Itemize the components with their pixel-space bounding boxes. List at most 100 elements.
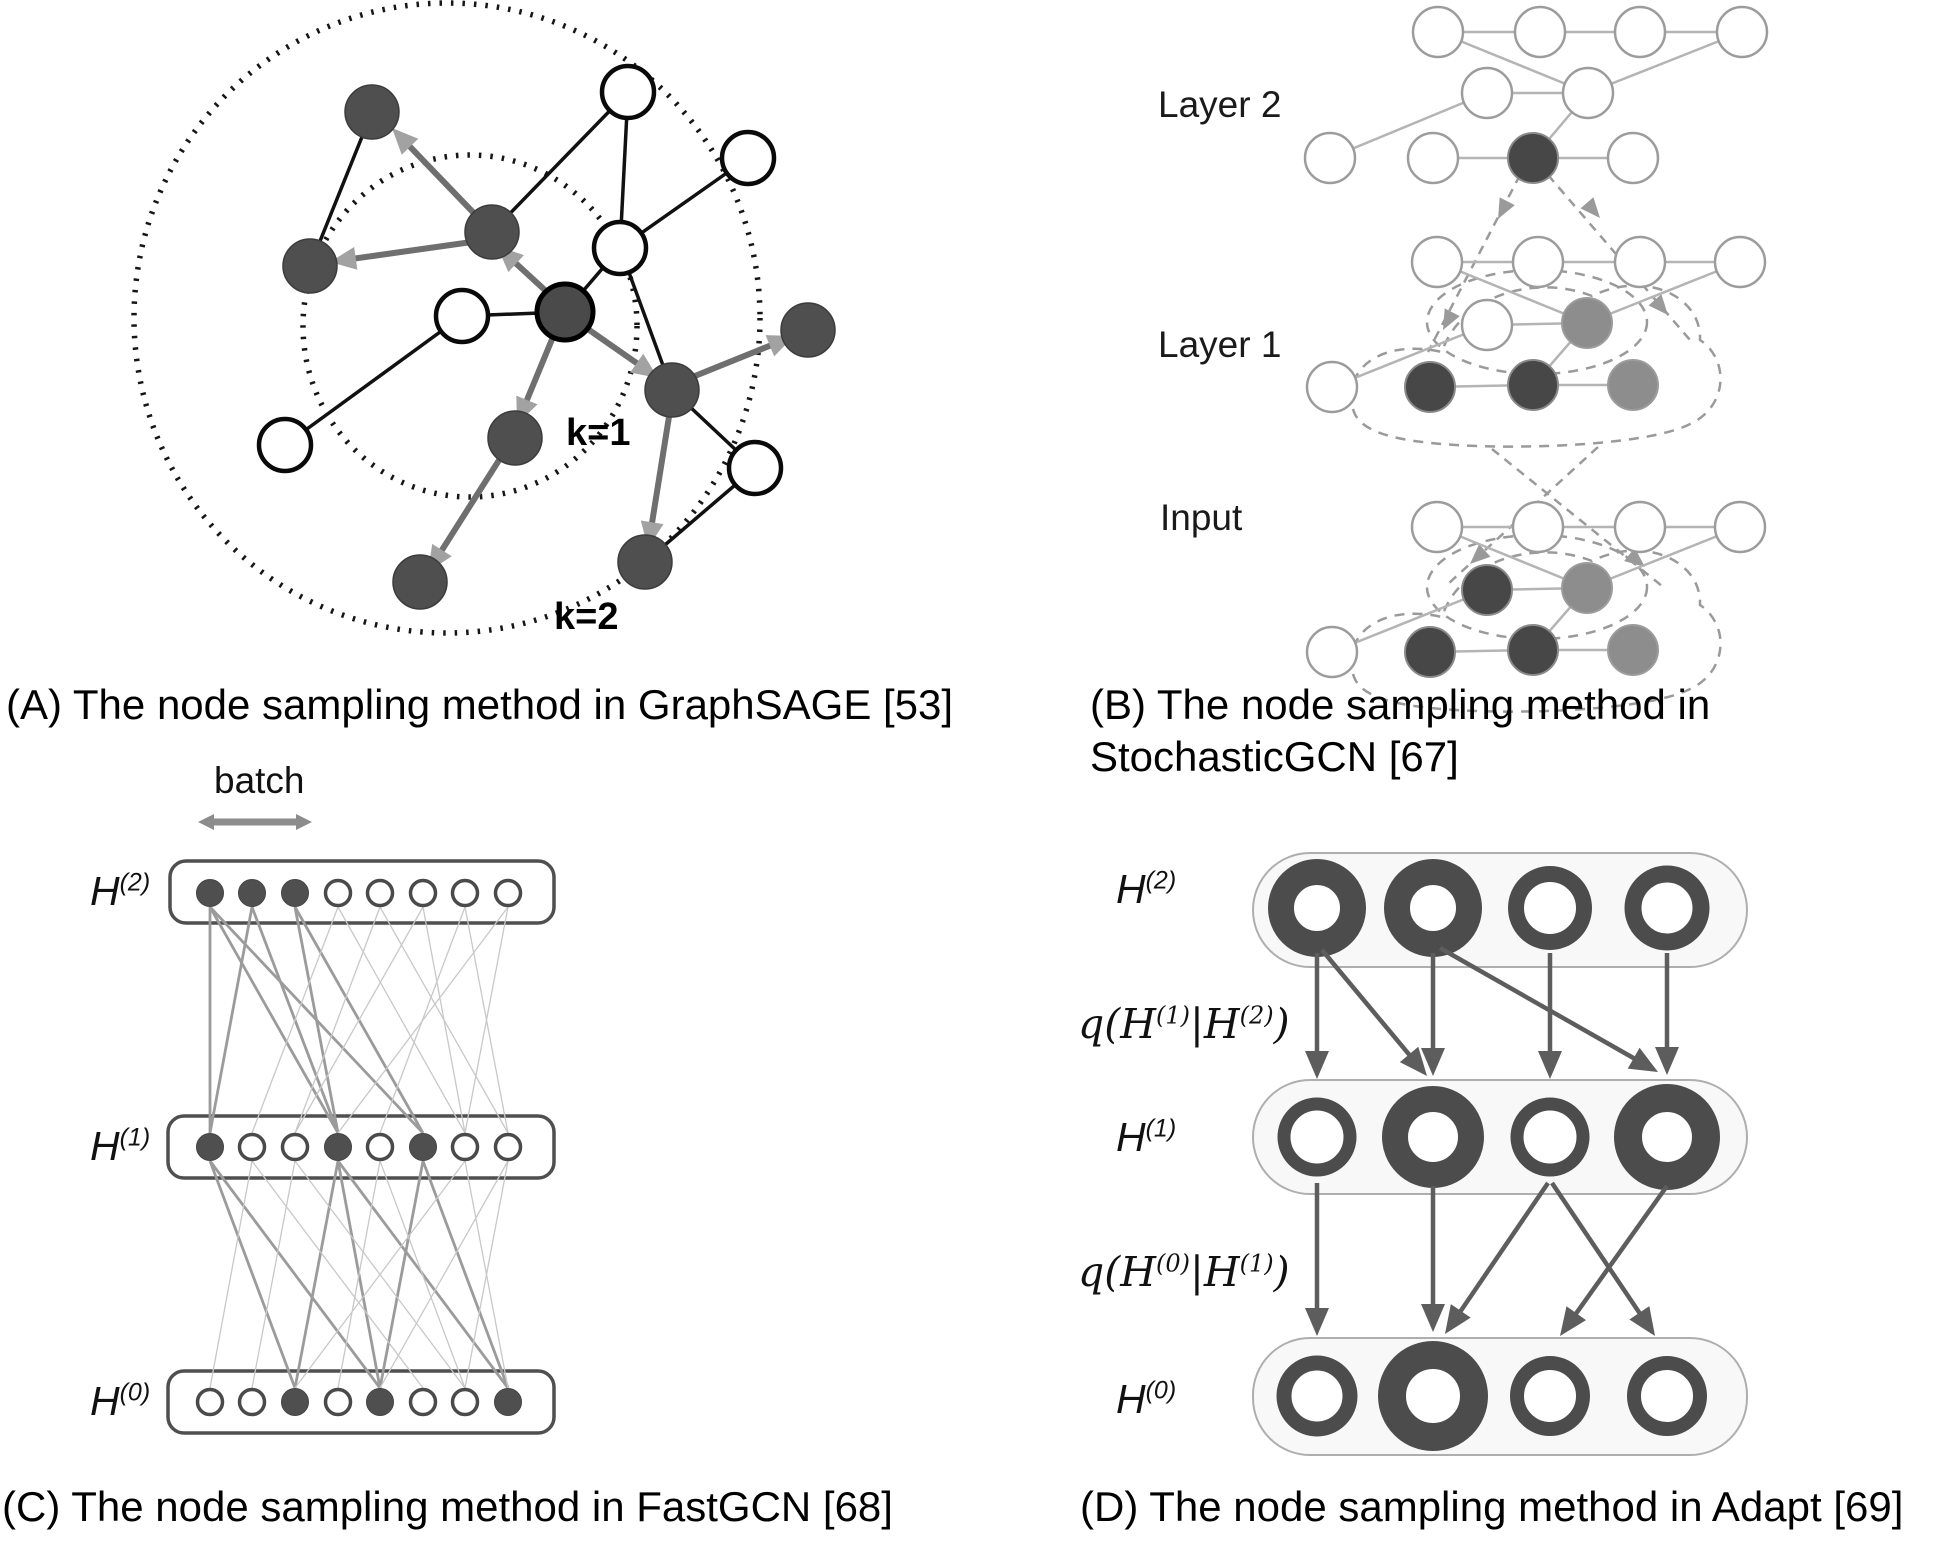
graph-node-white — [1713, 235, 1767, 289]
distribution-ring-node — [1508, 866, 1592, 950]
h0-label-fastgcn: H(0) — [90, 1378, 151, 1424]
sampling-arrow — [330, 246, 358, 270]
graph-node-gray — [1607, 624, 1659, 676]
graph-node-white — [599, 63, 657, 121]
unit-node-hollow — [280, 1132, 310, 1162]
unit-node-hollow — [365, 878, 395, 908]
caption-a: (A) The node sampling method in GraphSAG… — [6, 681, 954, 728]
dense-edge — [293, 1160, 340, 1389]
sampled-set-outline — [1350, 284, 1722, 448]
graph-node-dark — [1404, 361, 1456, 413]
unit-node-hollow — [237, 1387, 267, 1417]
graph-node-white — [1513, 5, 1567, 59]
sparse-edge — [337, 906, 509, 1134]
panel-fastgcn-graphics — [166, 814, 556, 1435]
graph-node-white — [1511, 500, 1565, 554]
sparse-edge — [251, 1160, 296, 1389]
sparse-edge — [251, 1160, 424, 1389]
graph-node-white — [1411, 5, 1465, 59]
panel-adapt-graphics — [1252, 852, 1748, 1456]
caption-b-line1: (B) The node sampling method in — [1090, 681, 1711, 728]
k2-boundary-dotted-circle — [131, 0, 763, 636]
distribution-ring-node — [1268, 859, 1366, 957]
input-label: Input — [1160, 497, 1243, 538]
dashed-arrowhead — [1470, 544, 1491, 564]
sampling-arrow — [1655, 1047, 1679, 1075]
graph-edge — [1331, 588, 1488, 654]
sampling-arrow-shaft — [1550, 1181, 1643, 1317]
unit-node-filled — [281, 879, 309, 907]
sampling-arrow-shaft — [1457, 1181, 1550, 1315]
sparse-edge — [422, 906, 466, 1134]
unit-node-hollow — [450, 1387, 480, 1417]
graph-node-white — [726, 439, 784, 497]
graph-node-dark — [1461, 564, 1513, 616]
unit-node-hollow — [493, 1132, 523, 1162]
distribution-ring-node — [1277, 1097, 1357, 1177]
graph-edge — [1437, 30, 1589, 95]
graph-node-white — [1613, 500, 1667, 554]
caption-d: (D) The node sampling method in Adapt [6… — [1080, 1483, 1904, 1530]
graph-node-white — [256, 416, 314, 474]
sampling-arrow — [1629, 1306, 1655, 1336]
sampling-arrow-shaft — [437, 444, 511, 555]
batch-range-arrow — [296, 814, 312, 830]
panel-graphsage-graphics — [131, 0, 836, 636]
distribution-ring-node — [1384, 859, 1482, 957]
sparse-edge — [294, 906, 424, 1134]
dashed-arrowhead — [1648, 294, 1668, 315]
caption-c: (C) The node sampling method in FastGCN … — [2, 1483, 893, 1530]
batch-label: batch — [214, 760, 305, 801]
graph-node-target — [534, 281, 596, 343]
dashed-arrowhead — [1624, 547, 1645, 567]
caption-b-line2: StochasticGCN [67] — [1090, 733, 1459, 780]
sampling-arrow — [1627, 1047, 1658, 1072]
distribution-ring-node — [1510, 1356, 1590, 1436]
layer-box — [166, 1114, 556, 1180]
sampling-arrow — [1421, 1048, 1445, 1076]
graph-edge — [283, 314, 464, 447]
sampling-arrow — [1538, 1051, 1562, 1079]
graph-node-dark — [1507, 624, 1559, 676]
unit-node-hollow — [450, 878, 480, 908]
sampling-arrow — [1560, 1306, 1587, 1336]
sampling-arrow — [1445, 1304, 1471, 1334]
dashed-arrowhead — [1580, 197, 1600, 218]
q1-distribution-label: q(H(1)|H(2)) — [1078, 1000, 1290, 1048]
unit-node-hollow — [195, 1387, 225, 1417]
graph-node-dark — [780, 302, 836, 358]
dense-edge — [421, 1160, 510, 1389]
k2-label: k=2 — [554, 596, 619, 638]
sparse-edge — [294, 1160, 466, 1389]
unit-node-hollow — [323, 878, 353, 908]
unit-node-filled — [366, 1388, 394, 1416]
graph-node-gray — [1607, 359, 1659, 411]
sparse-edge — [379, 1160, 466, 1389]
graph-node-white — [433, 287, 491, 345]
graph-edge — [1587, 30, 1743, 95]
sparse-edge — [379, 1160, 509, 1389]
graph-edge — [1329, 91, 1488, 160]
graph-node-white — [1305, 625, 1359, 679]
sparse-edge — [464, 906, 509, 1134]
panel-stochasticgcn-graphics — [1303, 5, 1769, 713]
dense-edge — [208, 906, 254, 1134]
sparse-edge — [294, 906, 381, 1134]
unit-node-hollow — [408, 878, 438, 908]
distribution-ring-node — [1378, 1341, 1488, 1451]
sampling-arrow-shaft — [1320, 948, 1413, 1059]
unit-node-hollow — [365, 1132, 395, 1162]
distribution-ring-node — [1614, 1084, 1720, 1190]
unit-node-hollow — [450, 1132, 480, 1162]
graph-node-white — [1511, 235, 1565, 289]
graph-node-white — [719, 129, 777, 187]
unit-node-hollow — [323, 1387, 353, 1417]
unit-node-filled — [324, 1133, 352, 1161]
layer-box — [1252, 852, 1748, 968]
graph-node-dark — [1507, 359, 1559, 411]
layer2-label: Layer 2 — [1158, 84, 1282, 125]
k1-boundary-dotted-circle — [300, 152, 640, 500]
graph-edge — [490, 90, 630, 234]
dense-edge — [378, 1160, 425, 1389]
